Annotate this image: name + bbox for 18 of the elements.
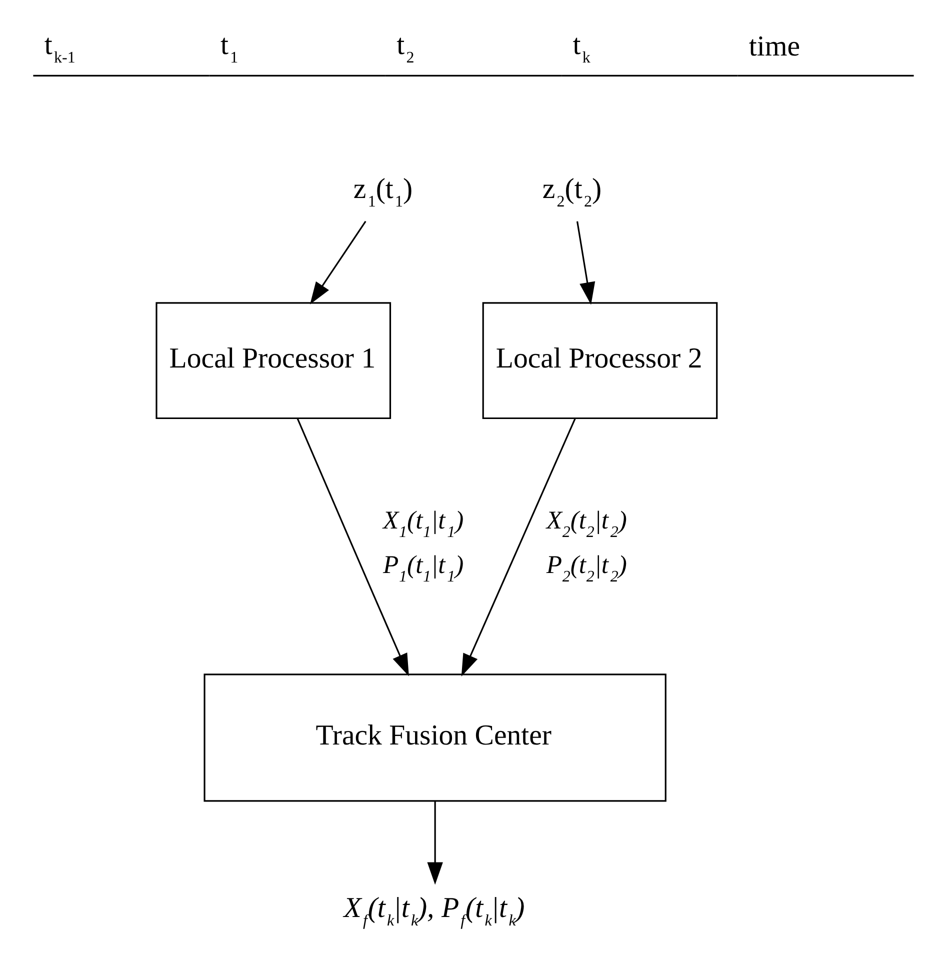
label: time: [748, 30, 800, 62]
node-box: Local Processor 1: [155, 302, 391, 420]
node-box: Local Processor 2: [482, 302, 718, 420]
label: t$_{k}$: [572, 28, 590, 66]
arrow: [426, 801, 442, 885]
edge-label: X$_{1}$(t$_{1}$|t$_{1}$) P$_{1}$(t$_{1}$|t$_{1}$): [382, 505, 464, 586]
node-box: Track Fusion Center: [203, 674, 666, 802]
node-text: X$_{f}$(t$_{k}$|t$_{k}$), P$_{f}$(t$_{k}$|t$_{k}$): [343, 892, 524, 930]
arrow: [310, 220, 366, 304]
label: t$_{k-1}$: [44, 28, 75, 66]
node-text: z$_{2}$(t$_{2}$): [542, 172, 602, 210]
label: t$_{2}$: [396, 28, 414, 66]
node-text: z$_{1}$(t$_{1}$): [352, 172, 412, 210]
arrow: [576, 221, 595, 305]
edge-label: X$_{2}$(t$_{2}$|t$_{2}$) P$_{2}$(t$_{2}$|t$_{2}$): [546, 505, 626, 586]
label: t$_{1}$: [220, 28, 238, 66]
arrow: [460, 418, 576, 676]
arrow: [296, 418, 408, 676]
